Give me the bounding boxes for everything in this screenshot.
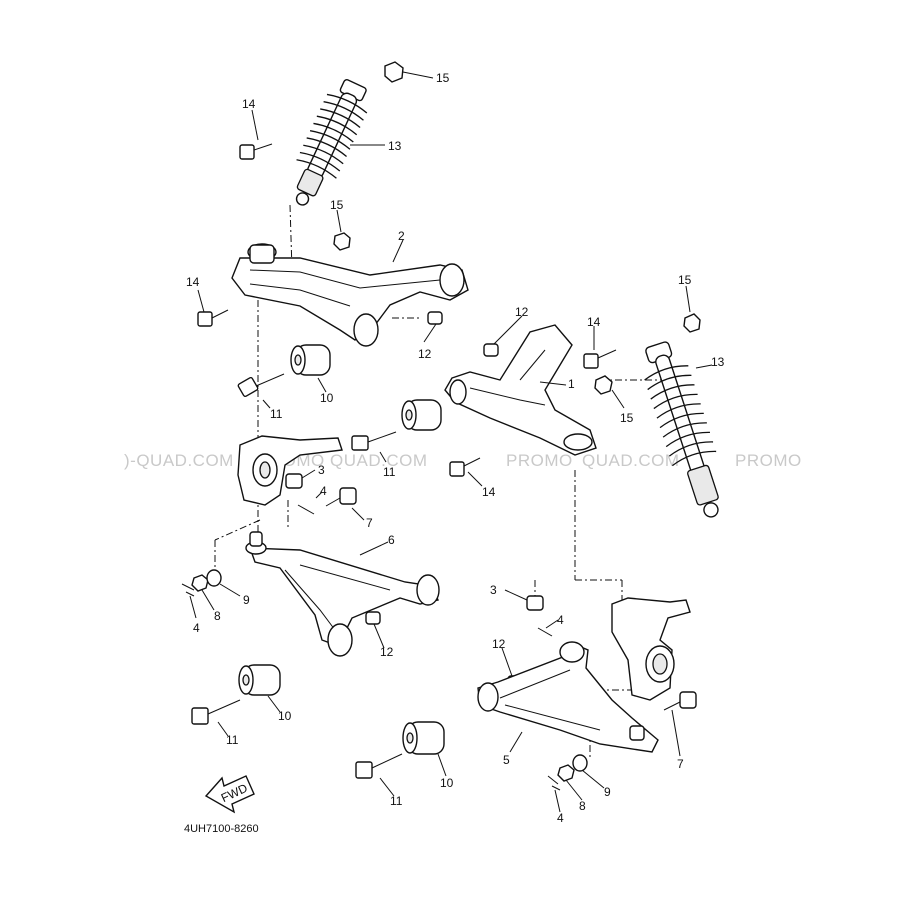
bolt-14-b [197,309,229,327]
bolt-upper-right [351,431,397,451]
callout-9: 9 [604,785,611,799]
callout-3: 3 [490,583,497,597]
watermark-4: PROMO [506,451,573,470]
callout-11: 11 [270,407,283,421]
callout-7: 7 [677,757,684,771]
nut-12-c [365,611,381,625]
bushing-lower-right [402,721,445,755]
bushing-upper-right [401,399,442,431]
callout-4: 4 [320,484,327,498]
nut-12-a [427,311,443,325]
nut-12-b [483,343,499,357]
callout-2: 2 [398,229,405,243]
callout-8: 8 [579,799,586,813]
bolt-7-right [663,691,697,711]
upper-arm-left [231,243,469,347]
shock-absorber-right [644,341,719,518]
bolt-lower-right [355,753,403,779]
callout-labels: 15 14 13 15 2 14 12 10 11 12 14 15 13 1 … [186,71,725,825]
watermark-3: QUAD.COM [330,451,428,470]
bolt-lower-left [191,699,241,725]
fwd-arrow-icon: FWD [204,775,255,814]
castle-nut-right [526,595,544,611]
callout-12: 12 [418,347,432,361]
callout-12: 12 [380,645,394,659]
callout-10: 10 [278,709,292,723]
callout-3: 3 [318,463,325,477]
callout-1: 1 [568,377,575,391]
callout-11: 11 [390,794,403,808]
watermark-5: QUAD.COM [582,451,680,470]
callout-11: 11 [226,733,239,747]
part-code: 4UH7100-8260 [184,823,259,835]
cotter-pin-left [297,504,315,515]
bolt-14-c [449,457,481,477]
bolt-14-d [583,349,617,369]
callout-4: 4 [557,613,564,627]
washer-9-right [572,754,588,772]
cotter-pin-lower-left [181,583,195,597]
castle-nut-left [285,473,303,489]
knuckle-right [611,597,691,701]
callout-5: 5 [503,753,510,767]
callout-12: 12 [515,305,529,319]
callout-11: 11 [383,465,396,479]
callout-13: 13 [711,355,725,369]
washer-9-left [206,569,222,587]
callout-4: 4 [193,621,200,635]
callout-12: 12 [492,637,506,651]
callout-15: 15 [436,71,450,85]
callout-8: 8 [214,609,221,623]
lower-arm-left [245,531,440,657]
bolt-7-left [325,487,357,507]
bolt-upper-left [237,373,285,398]
callout-10: 10 [440,776,454,790]
callout-14: 14 [242,97,256,111]
upper-arm-right [444,324,597,456]
callout-leaders [189,71,713,813]
callout-7: 7 [366,516,373,530]
nut-15-d [683,313,701,333]
watermark-6: PROMO [735,451,802,470]
nut-15-c [594,375,613,395]
bolt-14-a [239,143,273,160]
callout-13: 13 [388,139,402,153]
callout-14: 14 [482,485,496,499]
callout-4: 4 [557,811,564,825]
bushing-lower-left [238,664,281,696]
callout-15: 15 [678,273,692,287]
shock-absorber-left [295,79,368,206]
nut-8-right [557,764,575,782]
cotter-pin-lower-right [547,775,561,791]
knuckle-left [237,435,343,506]
callout-14: 14 [587,315,601,329]
nut-15-a [384,61,404,83]
callout-14: 14 [186,275,200,289]
nut-15-b [333,232,351,251]
nut-8-left [191,574,209,592]
cotter-pin-right [537,627,553,637]
callout-10: 10 [320,391,334,405]
callout-6: 6 [388,533,395,547]
callout-15: 15 [330,198,344,212]
callout-15: 15 [620,411,634,425]
callout-9: 9 [243,593,250,607]
lower-arm-right [477,641,659,753]
watermark-1: )-QUAD.COM [124,451,234,470]
bushing-upper-left [290,344,331,376]
